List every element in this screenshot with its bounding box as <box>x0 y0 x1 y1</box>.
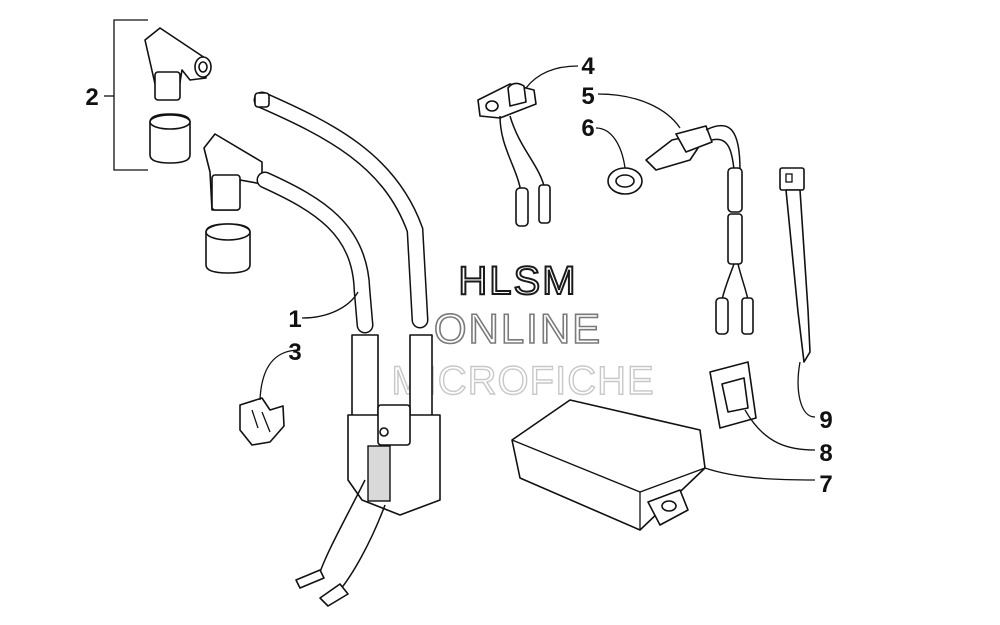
callout-6: 6 <box>581 115 594 142</box>
ignition-coil-assembly <box>253 91 441 607</box>
callout-5: 5 <box>581 83 594 110</box>
callout-4: 4 <box>581 53 595 80</box>
watermark-line-3: MICROFICHE <box>391 359 654 403</box>
watermark-line-2: ONLINE <box>434 305 602 352</box>
relay-connector <box>709 361 757 429</box>
callout-9: 9 <box>819 407 832 434</box>
callout-labels: 1 2 3 4 5 6 7 8 9 <box>85 53 832 498</box>
watermark-line-1: HLSM <box>458 259 577 303</box>
temperature-sensor <box>477 82 551 227</box>
callout-1: 1 <box>288 306 301 333</box>
sender-assembly <box>607 124 754 335</box>
control-module <box>511 399 706 531</box>
wire-clip <box>239 397 285 446</box>
callout-3: 3 <box>288 339 301 366</box>
callout-7: 7 <box>819 471 832 498</box>
leader-lines <box>259 65 816 481</box>
watermark: HLSM ONLINE MICROFICHE <box>391 258 655 404</box>
callout-8: 8 <box>819 440 832 467</box>
cable-tie <box>779 167 811 363</box>
callout-2: 2 <box>85 84 98 111</box>
spark-plug-boot-set <box>104 19 263 274</box>
